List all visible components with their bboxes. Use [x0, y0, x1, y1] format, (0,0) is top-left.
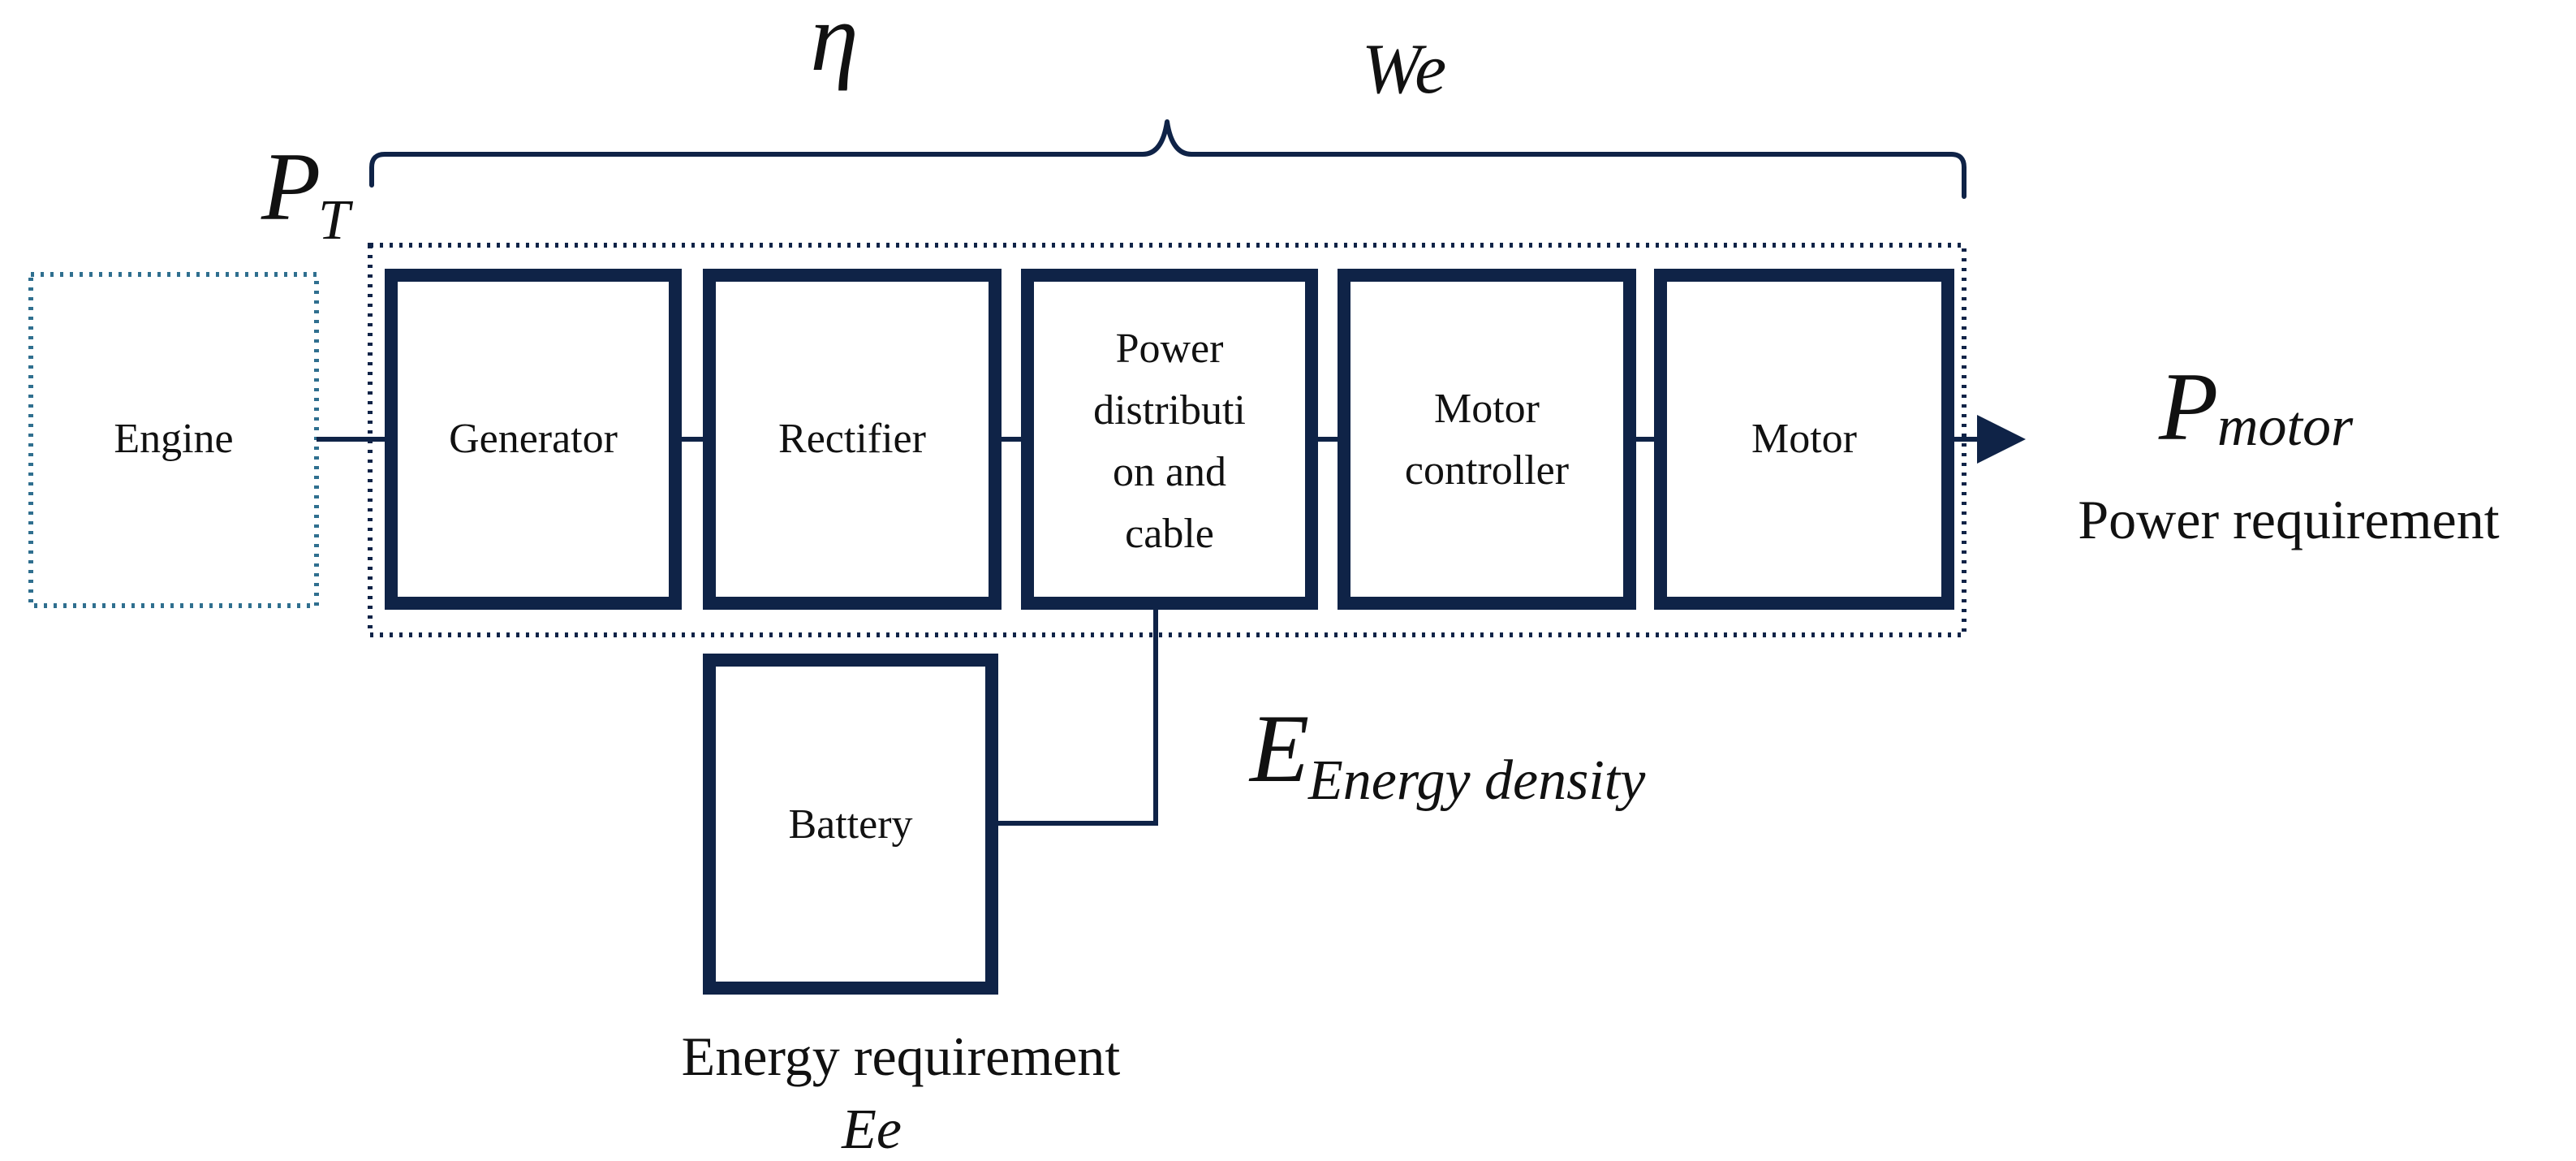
pmotor-main: P: [2158, 352, 2218, 460]
energy-density-main: E: [1248, 694, 1309, 802]
battery-label: Battery: [788, 801, 912, 848]
pt-sub: T: [318, 189, 354, 252]
motor-label: Motor: [1751, 416, 1857, 462]
energy-density-sub: Energy density: [1307, 749, 1646, 812]
power-requirement-label: Power requirement: [2078, 489, 2499, 550]
pmotor-sub: motor: [2217, 395, 2354, 458]
rectifier-box: [703, 269, 1002, 610]
rectifier-label: Rectifier: [778, 416, 926, 462]
pt-main: P: [261, 132, 321, 240]
battery-distribution-connector: [992, 602, 1158, 826]
motor-controller-box: [1338, 269, 1636, 610]
engine-label: Engine: [114, 416, 233, 462]
energy-requirement-label: Energy requirement: [682, 1025, 1121, 1087]
motor-box: [1654, 269, 1954, 610]
motor-controller-line-2: controller: [1405, 447, 1569, 494]
power-distribution-line-1: Power: [1116, 326, 1224, 372]
we-label: We: [1362, 30, 1446, 109]
power-distribution-line-3: on and: [1113, 449, 1226, 495]
battery-box: [703, 654, 998, 995]
power-distribution-line-2: distributi: [1093, 387, 1246, 434]
eta-symbol: η: [810, 0, 859, 91]
efficiency-brace: [369, 119, 1966, 199]
power-distribution-box: [1021, 269, 1318, 610]
generator-box: [385, 269, 682, 610]
ee-label: Ee: [841, 1098, 902, 1161]
motor-controller-line-1: Motor: [1434, 386, 1540, 432]
power-distribution-line-4: cable: [1125, 511, 1214, 557]
generator-label: Generator: [449, 416, 618, 462]
